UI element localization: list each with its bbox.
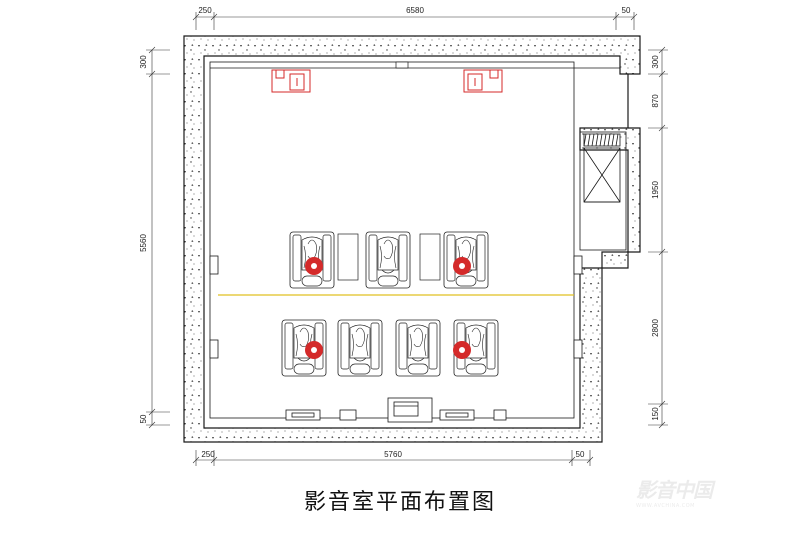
back-seat-2 (337, 319, 383, 377)
rear-wall-fixtures (285, 397, 507, 423)
dim-bottom-left: 250 (201, 450, 215, 459)
front-row (289, 231, 489, 289)
screen-wall (210, 61, 620, 69)
dim-right-c: 1950 (651, 181, 660, 199)
dim-bottom-right: 50 (576, 450, 585, 459)
dim-left-main: 5560 (139, 234, 148, 252)
dimension-right (648, 46, 668, 429)
seat-markers (305, 257, 471, 359)
dimension-bottom (192, 450, 594, 466)
dim-bottom-main: 5760 (384, 450, 402, 459)
watermark-sub-text: WWW.AVCHINA.COM (636, 503, 695, 509)
watermark-logo-text: 影音中国 (636, 478, 713, 502)
dim-left-top: 300 (139, 55, 148, 69)
dim-top-left: 250 (198, 6, 212, 15)
dim-top-right: 50 (622, 6, 631, 15)
drawing-title: 影音室平面布置图 (303, 490, 496, 515)
right-front-speaker (463, 69, 503, 93)
dim-left-bottom: 50 (139, 414, 148, 423)
side-speakers (209, 255, 583, 359)
dim-right-b: 870 (651, 94, 660, 108)
dimension-left (146, 46, 170, 429)
front-console-1 (337, 233, 359, 281)
dim-top-main: 6580 (406, 6, 424, 15)
front-seat-2 (365, 231, 411, 289)
outer-wall (183, 35, 641, 443)
dim-right-a: 300 (651, 55, 660, 69)
back-seat-3 (395, 319, 441, 377)
equipment-closet (579, 131, 627, 251)
dimension-top (192, 12, 638, 30)
dim-right-d: 2800 (651, 319, 660, 337)
front-console-2 (419, 233, 441, 281)
left-front-speaker (271, 69, 311, 93)
dim-right-e: 150 (651, 407, 660, 421)
watermark-logo: 影音中国 WWW.AVCHINA.COM (636, 474, 746, 510)
